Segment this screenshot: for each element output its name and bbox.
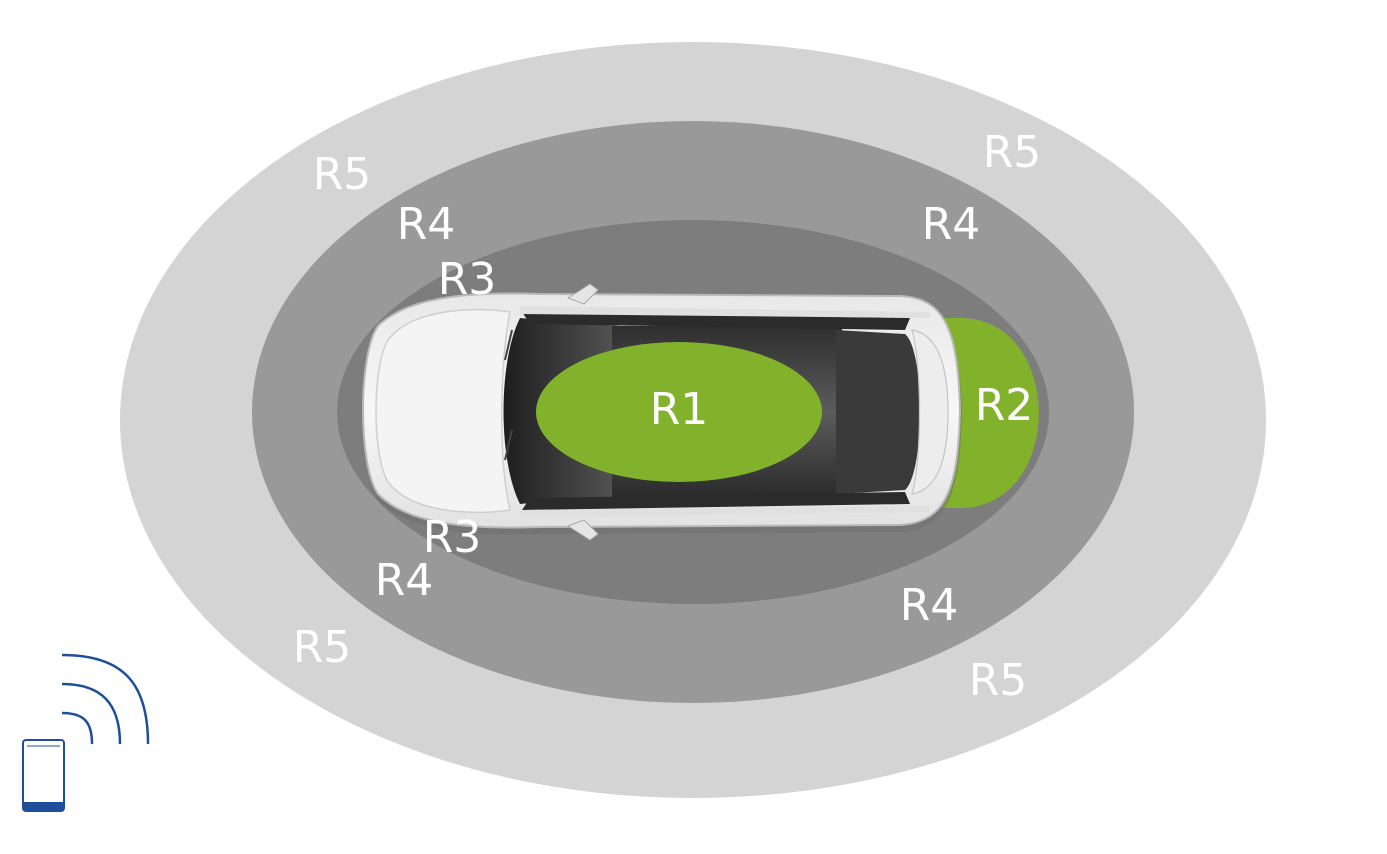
zone-r4-label: R4 <box>922 199 981 250</box>
zone-r1-label: R1 <box>650 384 709 435</box>
zone-r3-label: R3 <box>423 512 482 563</box>
zone-r5-label: R5 <box>983 127 1042 178</box>
zone-r5-label: R5 <box>293 622 352 673</box>
zone-r2-label: R2 <box>975 380 1034 431</box>
zone-r4-label: R4 <box>375 555 434 606</box>
zone-r1 <box>536 342 822 482</box>
smartphone-icon <box>22 739 65 812</box>
zone-r3-label: R3 <box>438 254 497 305</box>
zone-r5-label: R5 <box>313 149 372 200</box>
zone-r5-label: R5 <box>969 655 1028 706</box>
zone-r4-label: R4 <box>900 580 959 631</box>
wireless-signal-icon <box>61 653 150 745</box>
zone-r4-label: R4 <box>397 199 456 250</box>
